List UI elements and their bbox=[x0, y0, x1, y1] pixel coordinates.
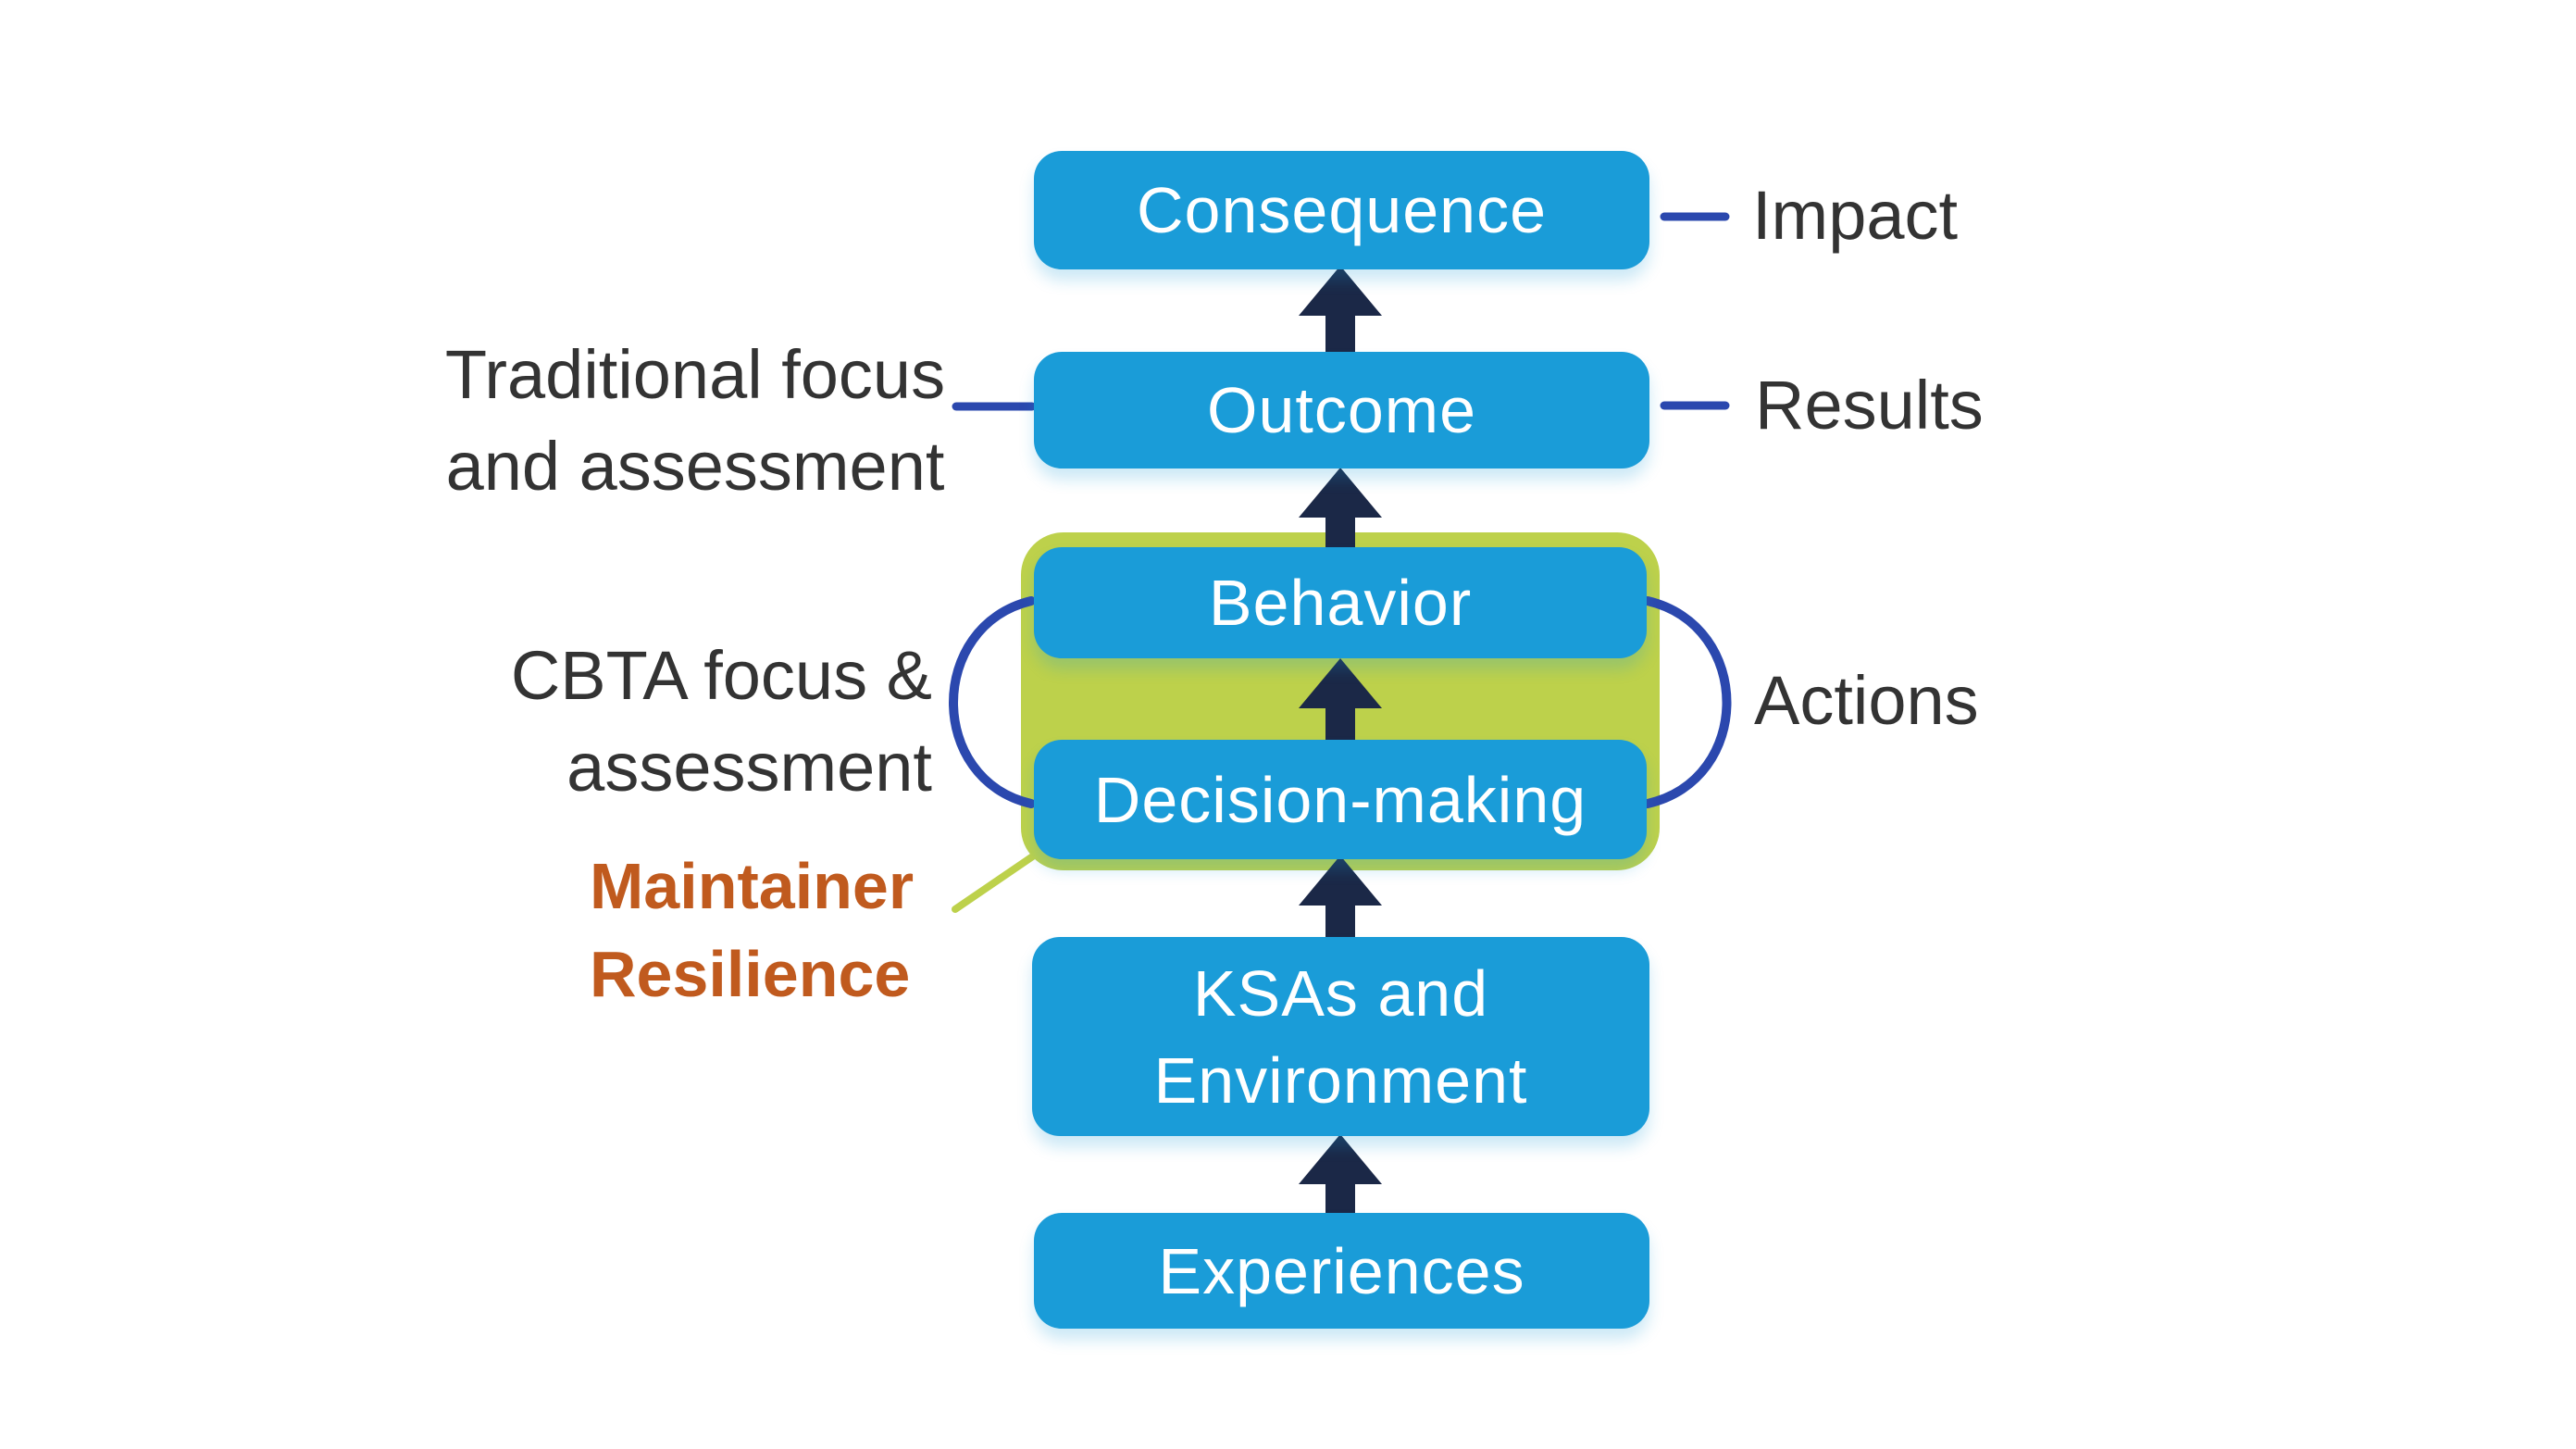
box-decision-making: Decision-making bbox=[1034, 740, 1647, 859]
box-experiences: Experiences bbox=[1034, 1213, 1649, 1329]
brace-left-cbta bbox=[949, 596, 1036, 808]
box-behavior: Behavior bbox=[1034, 547, 1647, 658]
box-consequence: Consequence bbox=[1034, 151, 1649, 269]
brace-right-actions bbox=[1643, 596, 1732, 808]
arrow-outcome-to-consequence bbox=[1299, 266, 1382, 356]
label-results: Results bbox=[1755, 367, 1984, 443]
arrow-behavior-to-outcome bbox=[1299, 468, 1382, 549]
label-actions: Actions bbox=[1754, 662, 1979, 739]
box-outcome: Outcome bbox=[1034, 352, 1649, 468]
box-ksas-environment: KSAs and Environment bbox=[1032, 937, 1649, 1136]
label-maintainer-resilience: Maintainer Resilience bbox=[590, 850, 915, 1010]
arrow-decision-to-behavior bbox=[1299, 658, 1382, 742]
label-cbta-focus: CBTA focus & assessment bbox=[510, 637, 932, 806]
label-impact: Impact bbox=[1752, 177, 1959, 254]
label-traditional-focus: Traditional focus and assessment bbox=[444, 336, 946, 505]
arrow-ksas-to-decision bbox=[1299, 856, 1382, 939]
arrow-experiences-to-ksas bbox=[1299, 1134, 1382, 1215]
leader-maintainer-resilience bbox=[952, 850, 1040, 913]
